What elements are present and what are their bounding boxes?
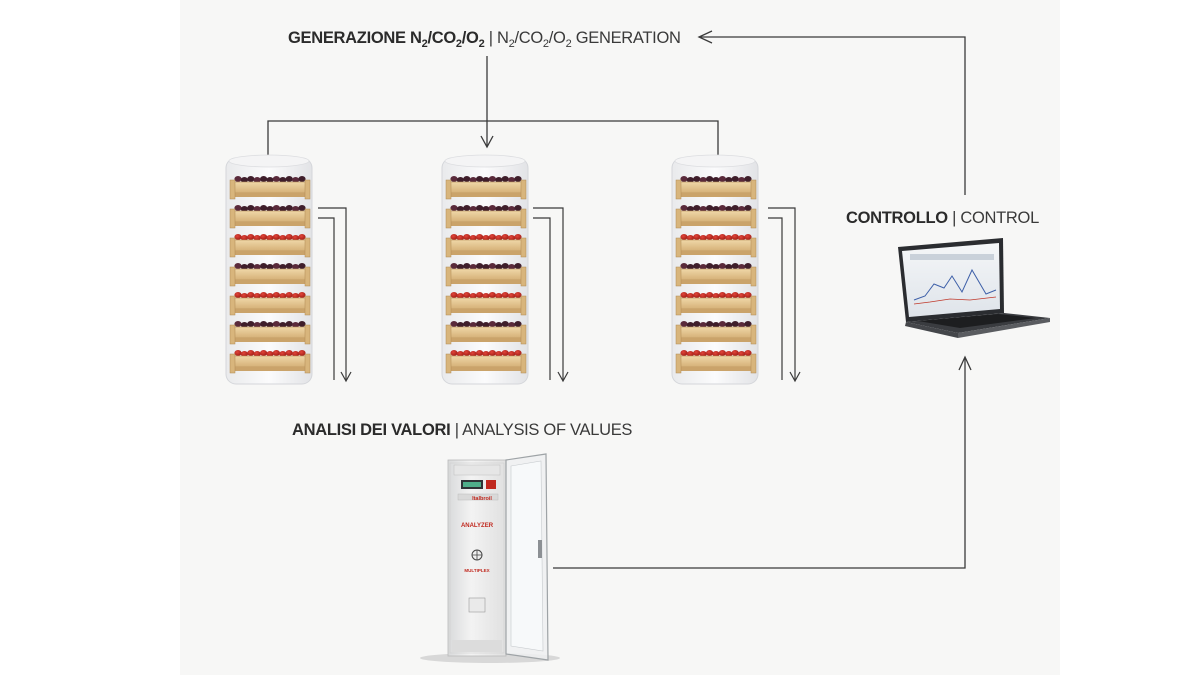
generation-down-arrowhead (480, 135, 494, 149)
control-label-it: CONTROLLO (846, 209, 948, 227)
analysis-label-en: ANALYSIS OF VALUES (462, 421, 633, 439)
fruit-crate (229, 176, 311, 200)
control-to-generation-arrowhead (697, 30, 713, 44)
fruit-crate (229, 263, 311, 287)
generation-label-en: GENERATION (575, 29, 681, 47)
fruit-crate (445, 263, 527, 287)
fruit-crate-stack (225, 154, 313, 385)
fruit-crate (445, 292, 527, 316)
fruit-crate (675, 321, 757, 345)
fruit-crate (675, 263, 757, 287)
generation-gas-formula: N2/CO2/O2 (410, 29, 485, 50)
fruit-crate (445, 321, 527, 345)
generation-separator: | (488, 29, 493, 47)
control-label: CONTROLLO | CONTROL (846, 209, 1039, 228)
fruit-crate (675, 176, 757, 200)
cabinet-model: ANALYZER (461, 523, 494, 529)
sampling-loops (318, 207, 801, 383)
fruit-crate-stack (671, 154, 759, 385)
fruit-crate (229, 350, 311, 374)
cabinet-brand: Italbroil (472, 496, 492, 502)
fruit-crate (229, 205, 311, 229)
control-separator: | (952, 209, 957, 227)
cabinet-badge: MULTIPLEX (464, 568, 489, 573)
fruit-stacks (225, 154, 759, 385)
fruit-crate (229, 292, 311, 316)
fruit-crate (445, 350, 527, 374)
fruit-crate (445, 205, 527, 229)
distribution-manifold (267, 120, 719, 160)
fruit-crate (675, 350, 757, 374)
control-feedback-lines (553, 30, 972, 569)
fruit-crate-stack (441, 154, 529, 385)
fruit-crate (675, 205, 757, 229)
analysis-label-it: ANALISI DEI VALORI (292, 421, 451, 439)
gas-supply-lines (267, 56, 719, 160)
fruit-crate (229, 321, 311, 345)
generation-label-it: GENERAZIONE (288, 29, 406, 47)
analysis-label: ANALISI DEI VALORI | ANALYSIS OF VALUES (292, 421, 632, 440)
fruit-crate (229, 234, 311, 258)
generation-gas-formula-en: N2/CO2/O2 (497, 29, 572, 50)
fruit-crate (445, 176, 527, 200)
generation-label: GENERAZIONE N2/CO2/O2 | N2/CO2/O2 GENERA… (288, 29, 681, 50)
control-label-en: CONTROL (960, 209, 1039, 227)
diagram-canvas (180, 0, 1060, 675)
analysis-separator: | (454, 421, 459, 439)
laptop-icon (898, 238, 1050, 338)
fruit-crate (675, 292, 757, 316)
control-to-generation-line (700, 36, 966, 195)
fruit-crate (445, 234, 527, 258)
analyzer-to-control-line (553, 358, 966, 569)
gas-analyzer-cabinet: Italbroil ANALYZER MULTIPLEX (420, 453, 560, 663)
fruit-crate (675, 234, 757, 258)
analyzer-to-control-arrowhead (958, 355, 972, 371)
